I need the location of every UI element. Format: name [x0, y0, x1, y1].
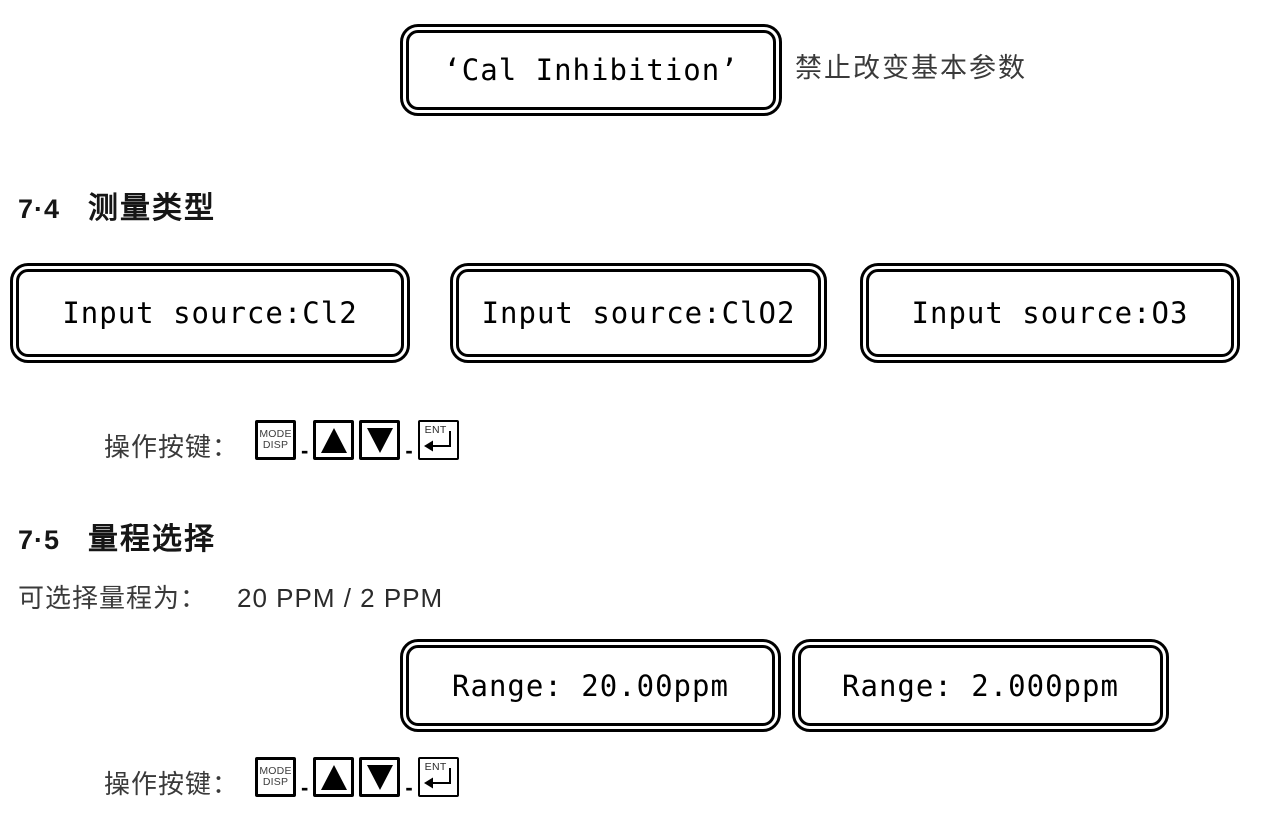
section-7-4-title: 测量类型 [88, 192, 217, 225]
section-7-5-number: 7·5 [18, 525, 61, 555]
lcd-display-inner: ‘Cal Inhibition’ [406, 30, 776, 110]
lcd-text-input-source-clo2: Input source:ClO2 [481, 296, 796, 330]
key-separator-dash: - [301, 438, 309, 463]
mode-disp-key: MODE DISP [255, 757, 297, 797]
lcd-display-input-source-o3: Input source:O3 [860, 263, 1240, 363]
key-separator-dash: - [405, 438, 413, 463]
section-7-5-heading: 7·5 量程选择 [18, 514, 216, 558]
lcd-display-inner: Range: 20.00ppm [406, 645, 775, 726]
lcd-text-range-20ppm: Range: 20.00ppm [452, 668, 729, 703]
mode-disp-key-label: MODE DISP [259, 428, 292, 451]
mode-disp-key-label: MODE DISP [259, 765, 292, 788]
mode-disp-key: MODE DISP [255, 420, 297, 460]
lcd-display-cal-inhibition: ‘Cal Inhibition’ [400, 24, 782, 116]
key-separator-dash: - [405, 775, 413, 800]
ent-key: ENT [417, 420, 459, 460]
lcd-display-input-source-clo2: Input source:ClO2 [450, 263, 827, 363]
lcd-text-cal-inhibition: ‘Cal Inhibition’ [443, 53, 739, 87]
section-7-4-number: 7·4 [18, 194, 61, 224]
down-arrow-icon [366, 764, 393, 790]
lcd-display-inner: Input source:Cl2 [16, 269, 404, 357]
up-arrow-icon [320, 427, 347, 453]
operation-keys-label: 操作按键： [104, 769, 240, 799]
down-arrow-key [359, 757, 401, 797]
operation-keys-row-1: 操作按键： MODE DISP - - ENT [104, 414, 459, 462]
range-options-note: 可选择量程为： 20 PPM / 2 PPM [18, 578, 443, 615]
section-7-4-heading: 7·4 测量类型 [18, 183, 216, 227]
lcd-display-inner: Range: 2.000ppm [798, 645, 1163, 726]
operation-keys-row-2: 操作按键： MODE DISP - - ENT [104, 751, 459, 799]
down-arrow-key [359, 420, 401, 460]
up-arrow-key [313, 420, 355, 460]
lcd-display-range-2ppm: Range: 2.000ppm [792, 639, 1169, 732]
lcd-display-range-20ppm: Range: 20.00ppm [400, 639, 781, 732]
lcd-text-input-source-cl2: Input source:Cl2 [62, 296, 358, 330]
enter-return-icon [423, 768, 451, 789]
up-arrow-icon [320, 764, 347, 790]
cal-inhibition-note: 禁止改变基本参数 [795, 53, 1027, 83]
ent-key: ENT [417, 757, 459, 797]
section-7-5-title: 量程选择 [88, 523, 217, 556]
range-options-label: 可选择量程为： [18, 583, 208, 613]
ent-key-label: ENT [424, 761, 447, 773]
lcd-text-input-source-o3: Input source:O3 [911, 296, 1189, 330]
ent-key-label: ENT [424, 424, 447, 436]
lcd-display-inner: Input source:O3 [866, 269, 1234, 357]
range-options-value: 20 PPM / 2 PPM [237, 583, 444, 613]
lcd-text-range-2ppm: Range: 2.000ppm [842, 668, 1119, 703]
lcd-display-input-source-cl2: Input source:Cl2 [10, 263, 410, 363]
operation-keys-label: 操作按键： [104, 432, 240, 462]
key-separator-dash: - [301, 775, 309, 800]
down-arrow-icon [366, 427, 393, 453]
lcd-display-inner: Input source:ClO2 [456, 269, 821, 357]
enter-return-icon [423, 431, 451, 452]
up-arrow-key [313, 757, 355, 797]
